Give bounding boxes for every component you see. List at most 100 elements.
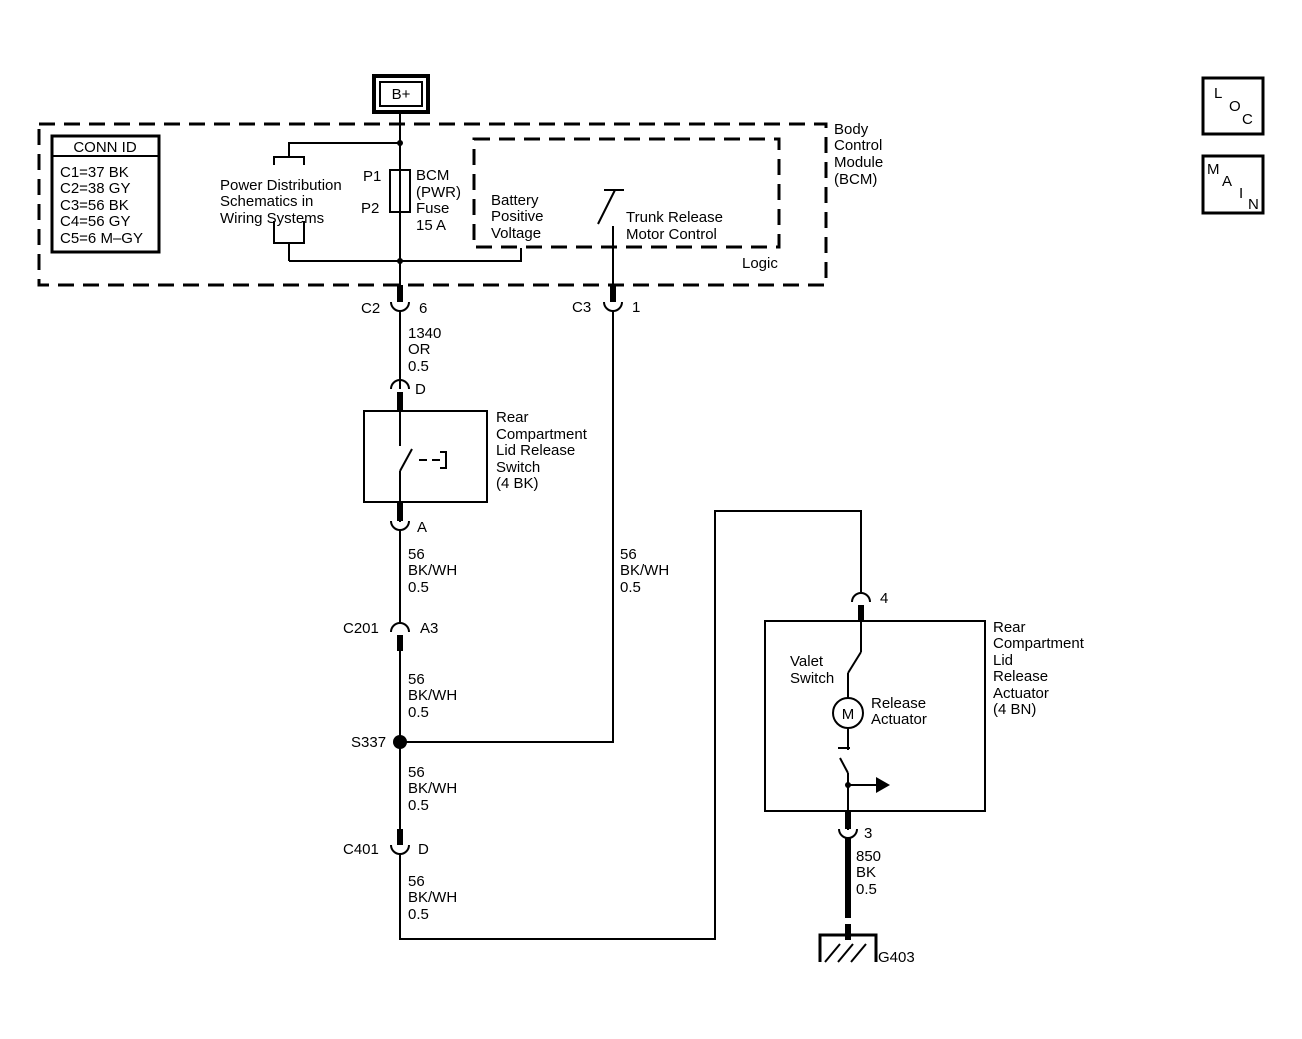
svg-text:C401: C401 [343,841,379,858]
conn-id-row: C5=6 M–GY [60,230,143,247]
svg-text:Fuse: Fuse [416,200,449,217]
rear-compartment-lid-release-actuator: Valet Switch M Release Actuator Rear Com… [764,619,1085,830]
svg-text:Voltage: Voltage [491,225,541,242]
ground-g403: G403 [818,924,915,966]
rear-compartment-lid-release-switch: Rear Compartment Lid Release Switch (4 B… [363,409,588,522]
bcm-fuse: P1 P2 BCM (PWR) Fuse 15 A [361,112,461,290]
conn-id-row: C2=38 GY [60,180,130,197]
switch-connector-bottom: A [390,502,427,536]
svg-text:56: 56 [620,546,637,563]
conn-id-row: C3=56 BK [60,197,129,214]
main-button[interactable]: M A I N [1201,154,1265,215]
svg-text:Body: Body [834,121,869,138]
svg-text:C2: C2 [361,300,380,317]
svg-text:BK/WH: BK/WH [408,889,457,906]
battery-positive-voltage-input: Battery Positive Voltage [491,192,544,242]
svg-text:56: 56 [408,671,425,688]
svg-text:56: 56 [408,873,425,890]
svg-text:Actuator: Actuator [871,711,927,728]
conn-id-table: CONN ID C1=37 BK C2=38 GY C3=56 BK C4=56… [50,134,161,254]
main-letter-3: I [1239,185,1243,202]
svg-text:Motor Control: Motor Control [626,226,717,243]
svg-text:850: 850 [856,848,881,865]
svg-text:Actuator: Actuator [993,685,1049,702]
power-distribution-ref: Power Distribution Schematics in Wiring … [220,142,400,261]
splice-s337: S337 [351,734,407,751]
svg-text:Rear: Rear [496,409,529,426]
svg-text:Battery: Battery [491,192,539,209]
svg-text:S337: S337 [351,734,386,751]
svg-text:BK: BK [856,864,876,881]
svg-text:0.5: 0.5 [408,906,429,923]
conn-id-row: C1=37 BK [60,164,129,181]
switch-connector-top: D [390,379,426,412]
svg-text:1340: 1340 [408,325,441,342]
svg-text:Compartment: Compartment [993,635,1085,652]
trunk-release-output: Trunk Release Motor Control [597,189,723,290]
conn-id-title: CONN ID [73,139,137,156]
svg-text:A3: A3 [420,620,438,637]
svg-text:Module: Module [834,154,883,171]
fuse-pin-p2: P2 [361,200,379,217]
svg-text:BK/WH: BK/WH [408,562,457,579]
svg-text:15 A: 15 A [416,217,446,234]
connector-c201: C201 A3 [343,620,438,651]
svg-text:Valet: Valet [790,653,824,670]
connector-c401: C401 D [343,829,429,858]
svg-text:OR: OR [408,341,431,358]
svg-text:Switch: Switch [790,670,834,687]
svg-text:Compartment: Compartment [496,426,588,443]
svg-text:0.5: 0.5 [408,579,429,596]
svg-text:Lid Release: Lid Release [496,442,575,459]
actuator-connector-bottom: 3 [838,810,872,842]
svg-text:A: A [417,519,427,536]
svg-text:C201: C201 [343,620,379,637]
loc-button[interactable]: L O C [1201,76,1265,136]
svg-text:56: 56 [408,546,425,563]
main-letter-2: A [1222,173,1232,190]
wire-1340-label: 1340 OR 0.5 [408,325,441,375]
wire-56-label: 56 BK/WH 0.5 [408,764,457,814]
battery-positive-source: B+ [372,74,430,114]
wire-850-label: 850 BK 0.5 [856,848,881,898]
wire-56-label: 56 BK/WH 0.5 [408,873,457,923]
svg-text:BCM: BCM [416,167,449,184]
svg-text:0.5: 0.5 [856,881,877,898]
wire-56-label: 56 BK/WH 0.5 [408,671,457,721]
svg-text:Schematics in: Schematics in [220,193,313,210]
wire-56-label: 56 BK/WH 0.5 [620,546,669,596]
actuator-connector-top: 4 [851,590,888,622]
connector-c2: C2 6 [361,285,427,317]
svg-text:6: 6 [419,300,427,317]
svg-text:Release: Release [993,668,1048,685]
svg-text:Lid: Lid [993,652,1013,669]
svg-text:C3: C3 [572,299,591,316]
wire-56-label: 56 BK/WH 0.5 [408,546,457,596]
svg-text:(PWR): (PWR) [416,184,461,201]
main-letter-4: N [1248,196,1259,213]
svg-text:(4 BK): (4 BK) [496,475,539,492]
source-label: B+ [392,86,411,103]
svg-text:(4 BN): (4 BN) [993,701,1036,718]
svg-text:G403: G403 [878,949,915,966]
svg-text:Release: Release [871,695,926,712]
logic-label: Logic [742,255,778,272]
loc-letter-1: L [1214,85,1222,102]
svg-text:(BCM): (BCM) [834,171,877,188]
bcm-label: Body Control Module (BCM) [834,121,883,188]
svg-text:D: D [415,381,426,398]
svg-text:3: 3 [864,825,872,842]
bcm-boundary [37,122,828,287]
svg-text:D: D [418,841,429,858]
svg-text:BK/WH: BK/WH [620,562,669,579]
svg-text:Positive: Positive [491,208,544,225]
svg-text:0.5: 0.5 [408,358,429,375]
loc-letter-3: C [1242,111,1253,128]
loc-letter-2: O [1229,98,1241,115]
svg-text:BK/WH: BK/WH [408,780,457,797]
svg-text:0.5: 0.5 [408,797,429,814]
svg-text:Rear: Rear [993,619,1026,636]
wire-56-to-actuator [399,510,862,940]
svg-text:56: 56 [408,764,425,781]
